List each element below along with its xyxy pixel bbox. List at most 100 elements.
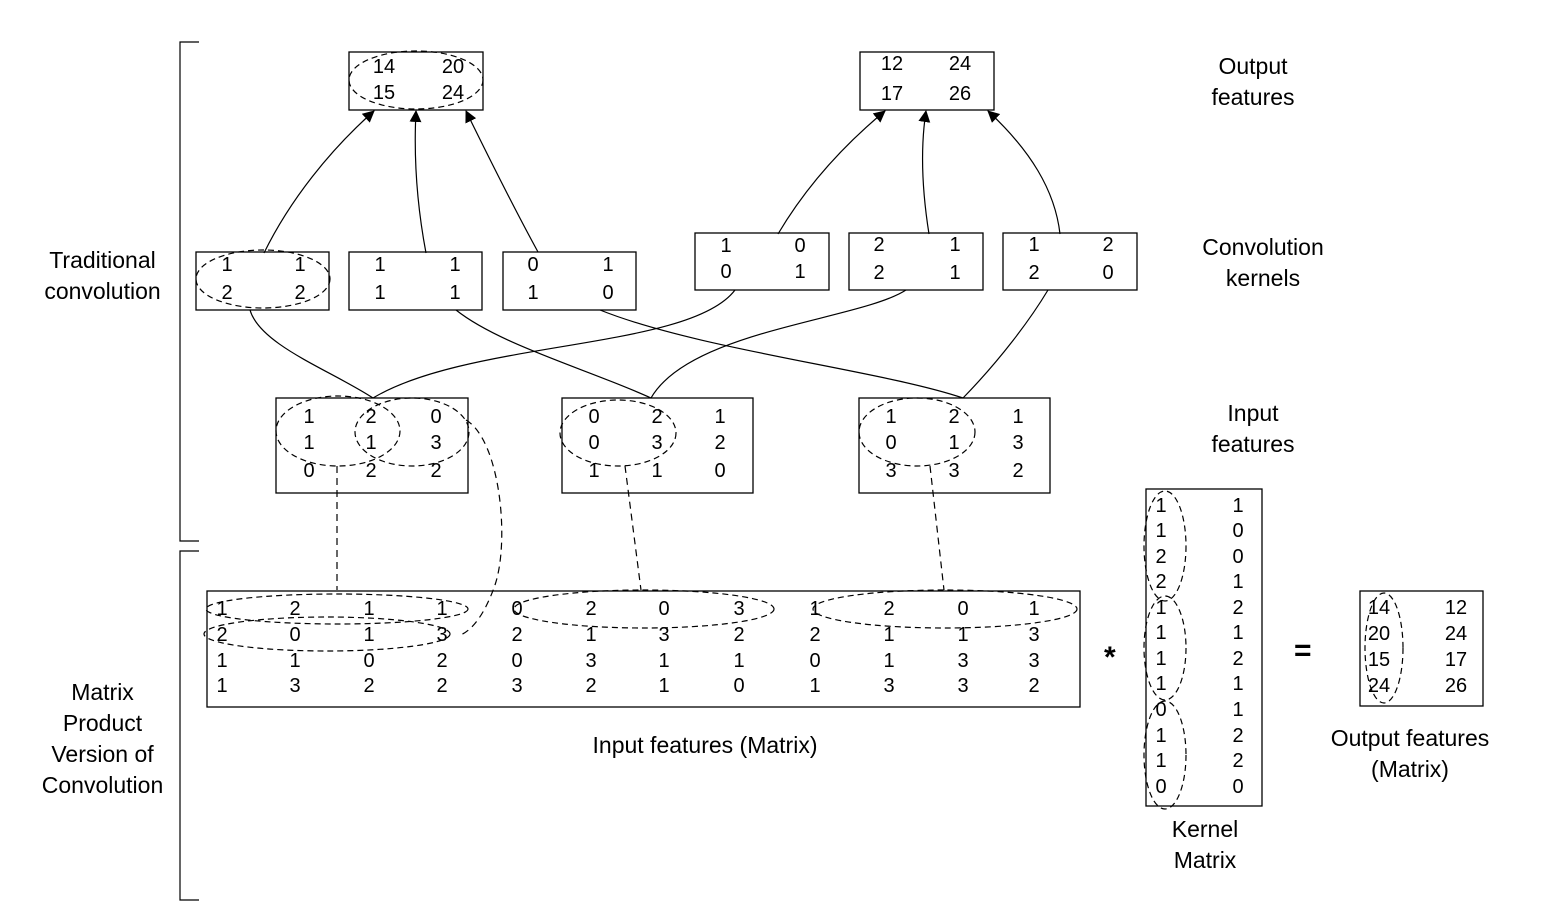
kernel-matrix-cell: 0 — [1155, 776, 1166, 798]
kernel-box-3-cell: 0 — [527, 254, 538, 276]
matrix-product-label: Matrix Product Version of Convolution — [10, 677, 195, 801]
output-feature-box-1-cell: 15 — [373, 82, 395, 104]
input-feature-box-2-cell: 0 — [588, 432, 599, 454]
input-features-matrix-cell: 3 — [658, 624, 669, 646]
kernel-box-3-cell: 1 — [602, 254, 613, 276]
output-highlight-ellipse — [348, 50, 484, 110]
output-features-matrix-cell: 24 — [1445, 623, 1467, 645]
output-features-matrix — [1359, 590, 1484, 707]
output-matrix-highlight — [1364, 592, 1404, 704]
kernel-matrix-highlight-2 — [1143, 595, 1187, 701]
kernel-box-5-cell: 2 — [873, 234, 884, 256]
kernel-box-3-cell: 1 — [527, 282, 538, 304]
input-feature-box-1-cell: 0 — [303, 460, 314, 482]
arrow-kernel3-to-output1 — [465, 110, 539, 253]
output-features-matrix-cell: 20 — [1368, 623, 1390, 645]
input-feature-box-2-cell: 1 — [588, 460, 599, 482]
kernel-box-1-cell: 1 — [294, 254, 305, 276]
kernel-box-5-cell: 1 — [949, 234, 960, 256]
kernel-box-1-cell: 2 — [221, 282, 232, 304]
kernel-box-2-cell: 1 — [449, 254, 460, 276]
kernel-box-4-cell: 0 — [794, 235, 805, 257]
input-features-matrix-cell: 2 — [436, 675, 447, 697]
input-features-matrix-cell: 1 — [658, 675, 669, 697]
line-kernel3-to-input3 — [599, 309, 964, 399]
kernel-box-2-cell: 1 — [374, 282, 385, 304]
input-feature-box-2-cell: 1 — [651, 460, 662, 482]
input-features-matrix-cell: 3 — [733, 598, 744, 620]
label-line: Output — [1218, 53, 1288, 79]
input-features-matrix-cell: 0 — [511, 598, 522, 620]
input-feature-box-2-cell: 1 — [714, 406, 725, 428]
kernel-box-5 — [848, 232, 984, 291]
input-feature-box-1-cell: 0 — [430, 406, 441, 428]
kernel-matrix-cell: 2 — [1232, 725, 1243, 747]
dashed-highlights — [195, 50, 1404, 810]
input-features-matrix-cell: 1 — [216, 675, 227, 697]
input-features-matrix-cell: 2 — [216, 624, 227, 646]
kernel-box-2-cell: 1 — [374, 254, 385, 276]
output-features-label: Output features — [1183, 51, 1323, 113]
kernel-matrix-cell: 2 — [1155, 571, 1166, 593]
kernel-box-1-cell: 1 — [221, 254, 232, 276]
output-feature-box-1-cell: 24 — [442, 82, 464, 104]
input-features-matrix-cell: 2 — [289, 598, 300, 620]
kernel-matrix-cell: 1 — [1232, 571, 1243, 593]
input-feature-box-1-cell: 2 — [365, 406, 376, 428]
input-features-matrix-cell: 1 — [883, 624, 894, 646]
kernel-box-5-cell: 2 — [873, 262, 884, 284]
kernel-matrix-cell: 2 — [1232, 750, 1243, 772]
input-features-matrix-cell: 0 — [511, 650, 522, 672]
kernel-box-5-cell: 1 — [949, 262, 960, 284]
input-features-matrix-cell: 1 — [216, 598, 227, 620]
input2-highlight — [559, 399, 677, 467]
output-features-matrix-cell: 17 — [1445, 649, 1467, 671]
input-features-matrix-cell: 0 — [658, 598, 669, 620]
input-features-matrix-cell: 0 — [733, 675, 744, 697]
arrow-kernel6-to-output2 — [987, 110, 1061, 235]
label-line: Matrix — [71, 679, 134, 705]
input-feature-box-3-cell: 0 — [885, 432, 896, 454]
kernel-matrix-label: Kernel Matrix — [1140, 814, 1270, 876]
input-features-matrix-cell: 3 — [511, 675, 522, 697]
kernel-box-1 — [195, 251, 330, 311]
dashed-link-input3 — [929, 465, 945, 591]
output-feature-box-2-cell: 26 — [949, 83, 971, 105]
input-feature-box-1-cell: 2 — [365, 460, 376, 482]
kernel-matrix-highlight-1 — [1143, 490, 1187, 602]
input-feature-box-1 — [275, 397, 469, 494]
output-feature-box-2-cell: 17 — [881, 83, 903, 105]
kernel-matrix-cell: 0 — [1232, 520, 1243, 542]
multiply-operator: * — [1104, 641, 1116, 674]
label-line: Kernel — [1171, 816, 1239, 842]
traditional-convolution-label: Traditional convolution — [10, 245, 195, 307]
kernel-matrix-cell: 1 — [1232, 495, 1243, 517]
input-features-matrix-cell: 0 — [957, 598, 968, 620]
input-features-matrix-cell: 1 — [216, 650, 227, 672]
line-kernel1-to-input1 — [249, 309, 374, 399]
label-line: Output features — [1330, 725, 1490, 751]
kernel-box-6-cell: 2 — [1028, 262, 1039, 284]
kernel-box-2 — [348, 251, 483, 311]
input-feature-box-2-cell: 0 — [714, 460, 725, 482]
kernel-box-6-cell: 2 — [1102, 234, 1113, 256]
input-features-matrix-cell: 3 — [436, 624, 447, 646]
label-line: Convolution — [1202, 234, 1324, 260]
input-feature-box-2-cell: 0 — [588, 406, 599, 428]
input-features-matrix-label: Input features (Matrix) — [505, 730, 905, 761]
kernel-matrix-cell: 1 — [1155, 725, 1166, 747]
kernel-matrix-cell: 2 — [1232, 597, 1243, 619]
kernel-matrix-cell: 1 — [1155, 750, 1166, 772]
label-line: features — [1211, 84, 1295, 110]
arrow-kernel5-to-output2 — [918, 110, 931, 235]
dashed-link-column — [457, 419, 503, 637]
output-feature-box-2-cell: 24 — [949, 53, 971, 75]
input-feature-box-1-cell: 2 — [430, 460, 441, 482]
label-line: kernels — [1225, 265, 1301, 291]
input-feature-box-3-cell: 1 — [1012, 406, 1023, 428]
label-line: Input — [1227, 400, 1279, 426]
input-features-matrix-cell: 3 — [957, 650, 968, 672]
matrix-row1-highlight-a — [205, 593, 469, 625]
arrow-kernel1-to-output1 — [263, 110, 375, 254]
